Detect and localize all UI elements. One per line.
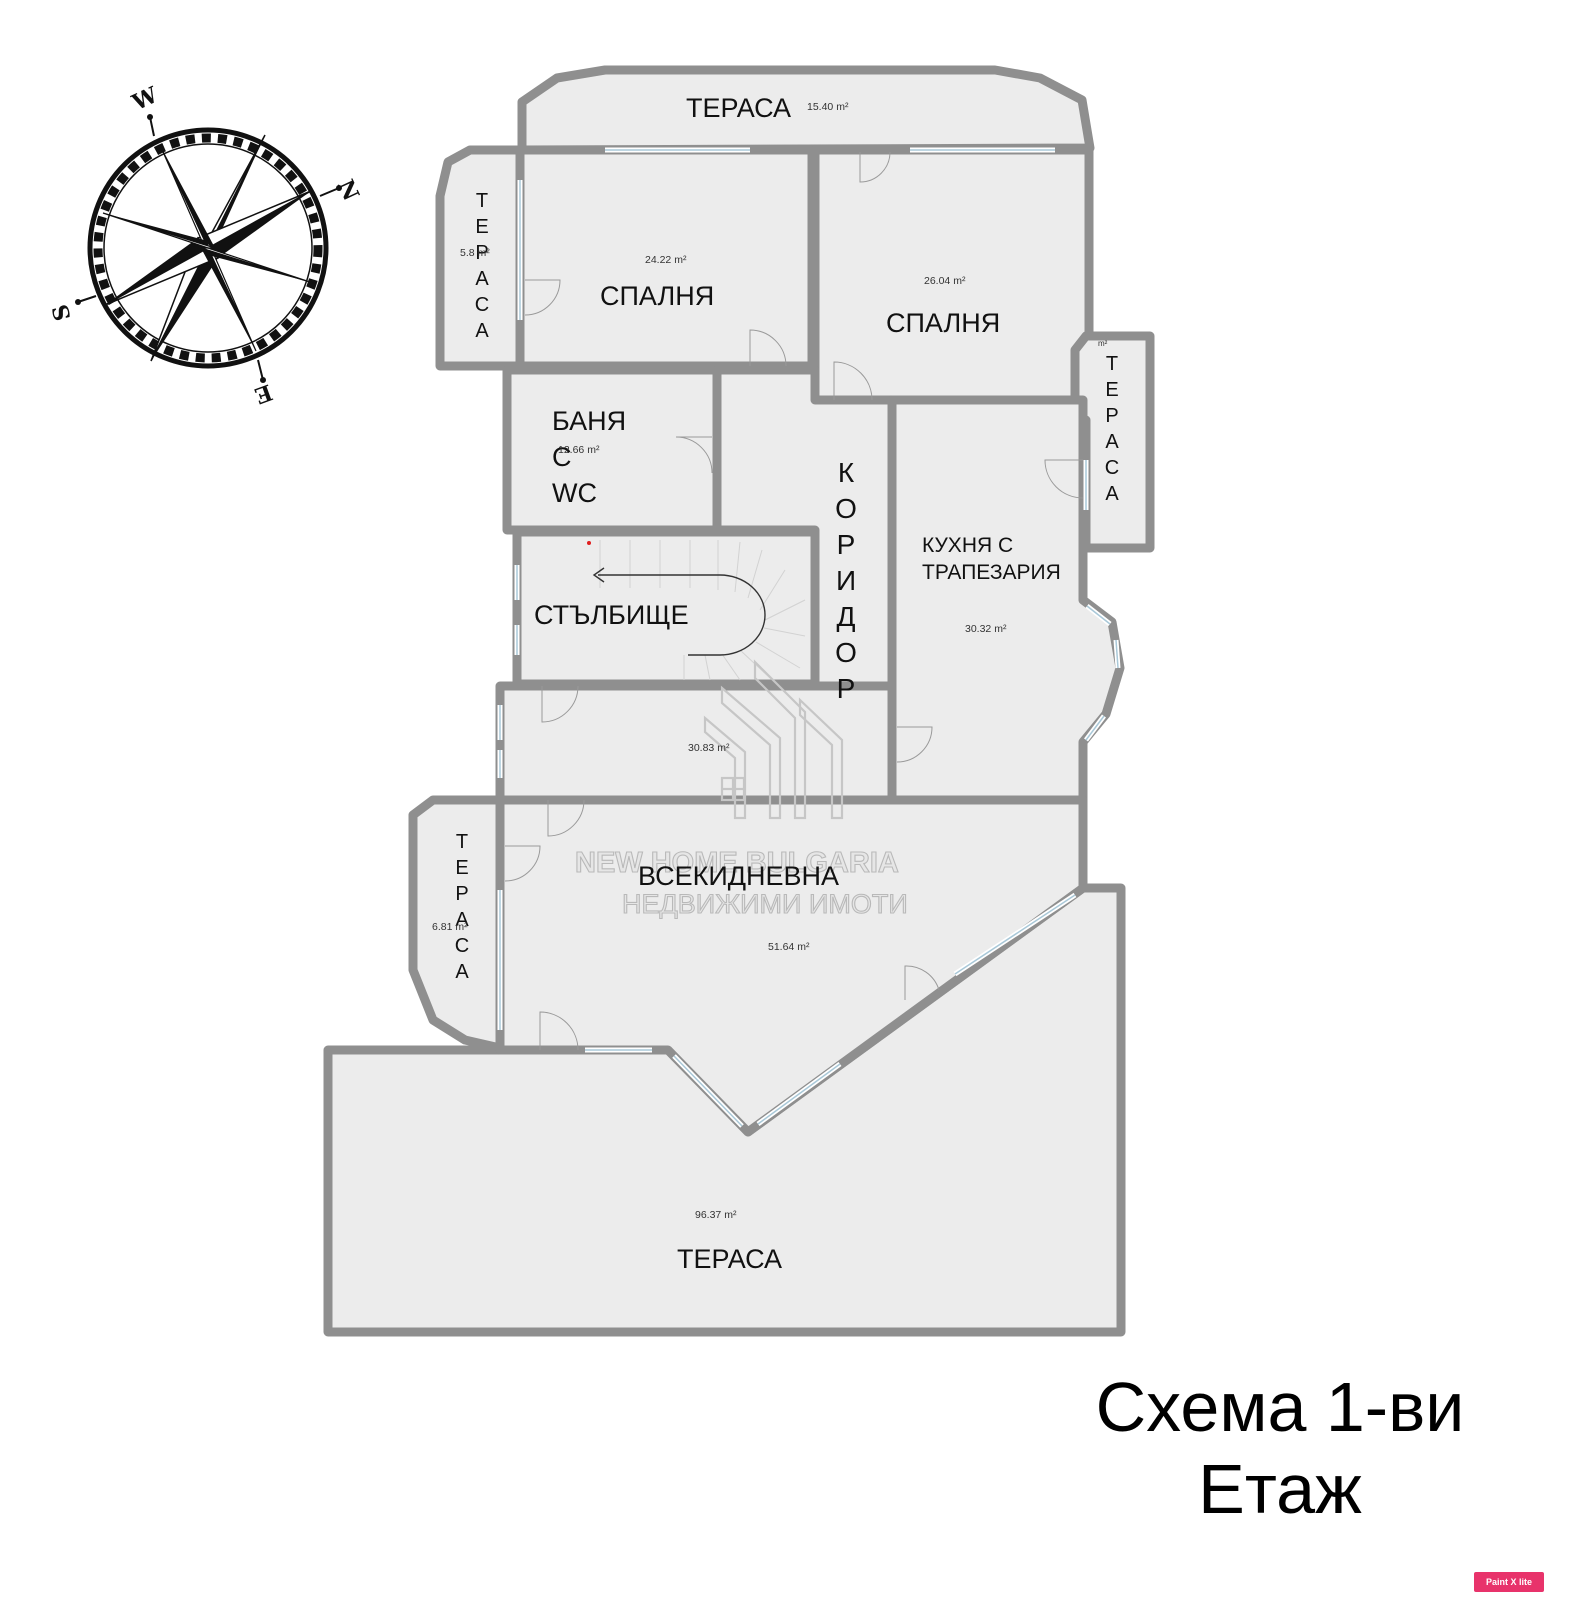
svg-text:Т: Т xyxy=(1106,353,1118,375)
svg-text:Р: Р xyxy=(455,883,468,905)
svg-text:А: А xyxy=(455,961,469,983)
svg-text:А: А xyxy=(475,320,489,342)
svg-text:О: О xyxy=(835,493,857,524)
terrace-right-area: m² xyxy=(1098,339,1108,348)
doors xyxy=(504,151,1084,1051)
compass-w-label: W xyxy=(128,82,163,117)
bedroom-2-label: СПАЛНЯ xyxy=(886,308,1000,338)
watermark-line-2: НЕДВИЖИМИ ИМОТИ xyxy=(622,889,908,919)
terrace-big-label: ТЕРАСА xyxy=(677,1244,782,1274)
svg-text:Р: Р xyxy=(475,242,488,264)
svg-text:Р: Р xyxy=(1105,405,1118,427)
svg-text:А: А xyxy=(475,268,489,290)
svg-text:А: А xyxy=(1105,431,1119,453)
terrace-top xyxy=(517,65,1095,155)
staircase-steps xyxy=(599,540,806,681)
svg-text:Д: Д xyxy=(837,601,856,632)
svg-text:О: О xyxy=(835,637,857,668)
kitchen-area: 30.32 m² xyxy=(965,623,1007,635)
svg-text:Е: Е xyxy=(475,216,488,238)
compass-rose-icon: W N S E xyxy=(47,82,364,409)
terrace-left-middle-label: Т Е Р А С А xyxy=(455,831,470,983)
arrow-head-icon xyxy=(592,567,605,583)
living-room-area: 51.64 m² xyxy=(768,941,810,953)
living-room-label: ВСЕКИДНЕВНА xyxy=(638,861,839,891)
bathroom-label-2: С xyxy=(552,442,572,472)
terrace-left-middle-area: 6.81 m² xyxy=(432,921,468,933)
bathroom-area: 12.66 m² xyxy=(558,444,600,456)
svg-text:А: А xyxy=(1105,483,1119,505)
red-marker xyxy=(587,541,591,545)
svg-text:С: С xyxy=(475,294,489,316)
svg-text:Т: Т xyxy=(476,190,488,212)
bathroom-label-3: WC xyxy=(552,478,597,508)
svg-text:И: И xyxy=(836,565,856,596)
svg-text:Р: Р xyxy=(837,673,856,704)
terrace-right-label: Т Е Р А С А xyxy=(1105,353,1120,505)
terrace-big-area: 96.37 m² xyxy=(695,1209,737,1221)
bathroom xyxy=(502,365,722,535)
corridor-label: К О Р И Д О Р xyxy=(835,457,857,704)
caption-line-2: Етаж xyxy=(1198,1450,1362,1528)
svg-text:С: С xyxy=(1105,457,1119,479)
svg-text:Е: Е xyxy=(455,857,468,879)
hall-area: 30.83 m² xyxy=(688,742,730,754)
bathroom-label-1: БАНЯ xyxy=(552,406,626,436)
staircase-label: СТЪЛБИЩЕ xyxy=(534,600,689,630)
kitchen-label-1: КУХНЯ С xyxy=(922,534,1013,557)
svg-text:С: С xyxy=(455,935,469,957)
bedroom-1-label: СПАЛНЯ xyxy=(600,281,714,311)
watermark-line-1: NEW HOME BULGARIA xyxy=(575,847,899,879)
svg-text:Т: Т xyxy=(456,831,468,853)
svg-text:Е: Е xyxy=(1105,379,1118,401)
compass-n-label: N xyxy=(332,176,364,205)
terrace-left-upper-area: 5.8 m² xyxy=(460,247,490,259)
bedroom-2-area: 26.04 m² xyxy=(924,275,966,287)
terrace-top-label: ТЕРАСА xyxy=(686,93,791,123)
terrace-top-area: 15.40 m² xyxy=(807,101,849,113)
terrace-left-upper-label: Т Е Р А С А xyxy=(475,190,490,342)
svg-text:К: К xyxy=(838,457,855,488)
paint-x-lite-badge: Paint X lite xyxy=(1474,1572,1544,1592)
plan-caption: Схема 1-ви Етаж xyxy=(1060,1366,1500,1530)
windows xyxy=(497,147,1121,1128)
kitchen-label-2: ТРАПЕЗАРИЯ xyxy=(922,561,1061,584)
stair-direction-arrow xyxy=(598,574,766,656)
compass-e-label: E xyxy=(251,378,276,408)
compass-s-label: S xyxy=(47,301,76,323)
svg-text:Р: Р xyxy=(837,529,856,560)
watermark-logo xyxy=(703,659,844,820)
caption-line-1: Схема 1-ви xyxy=(1095,1368,1465,1446)
svg-text:А: А xyxy=(455,909,469,931)
bedroom-1-area: 24.22 m² xyxy=(645,254,687,266)
